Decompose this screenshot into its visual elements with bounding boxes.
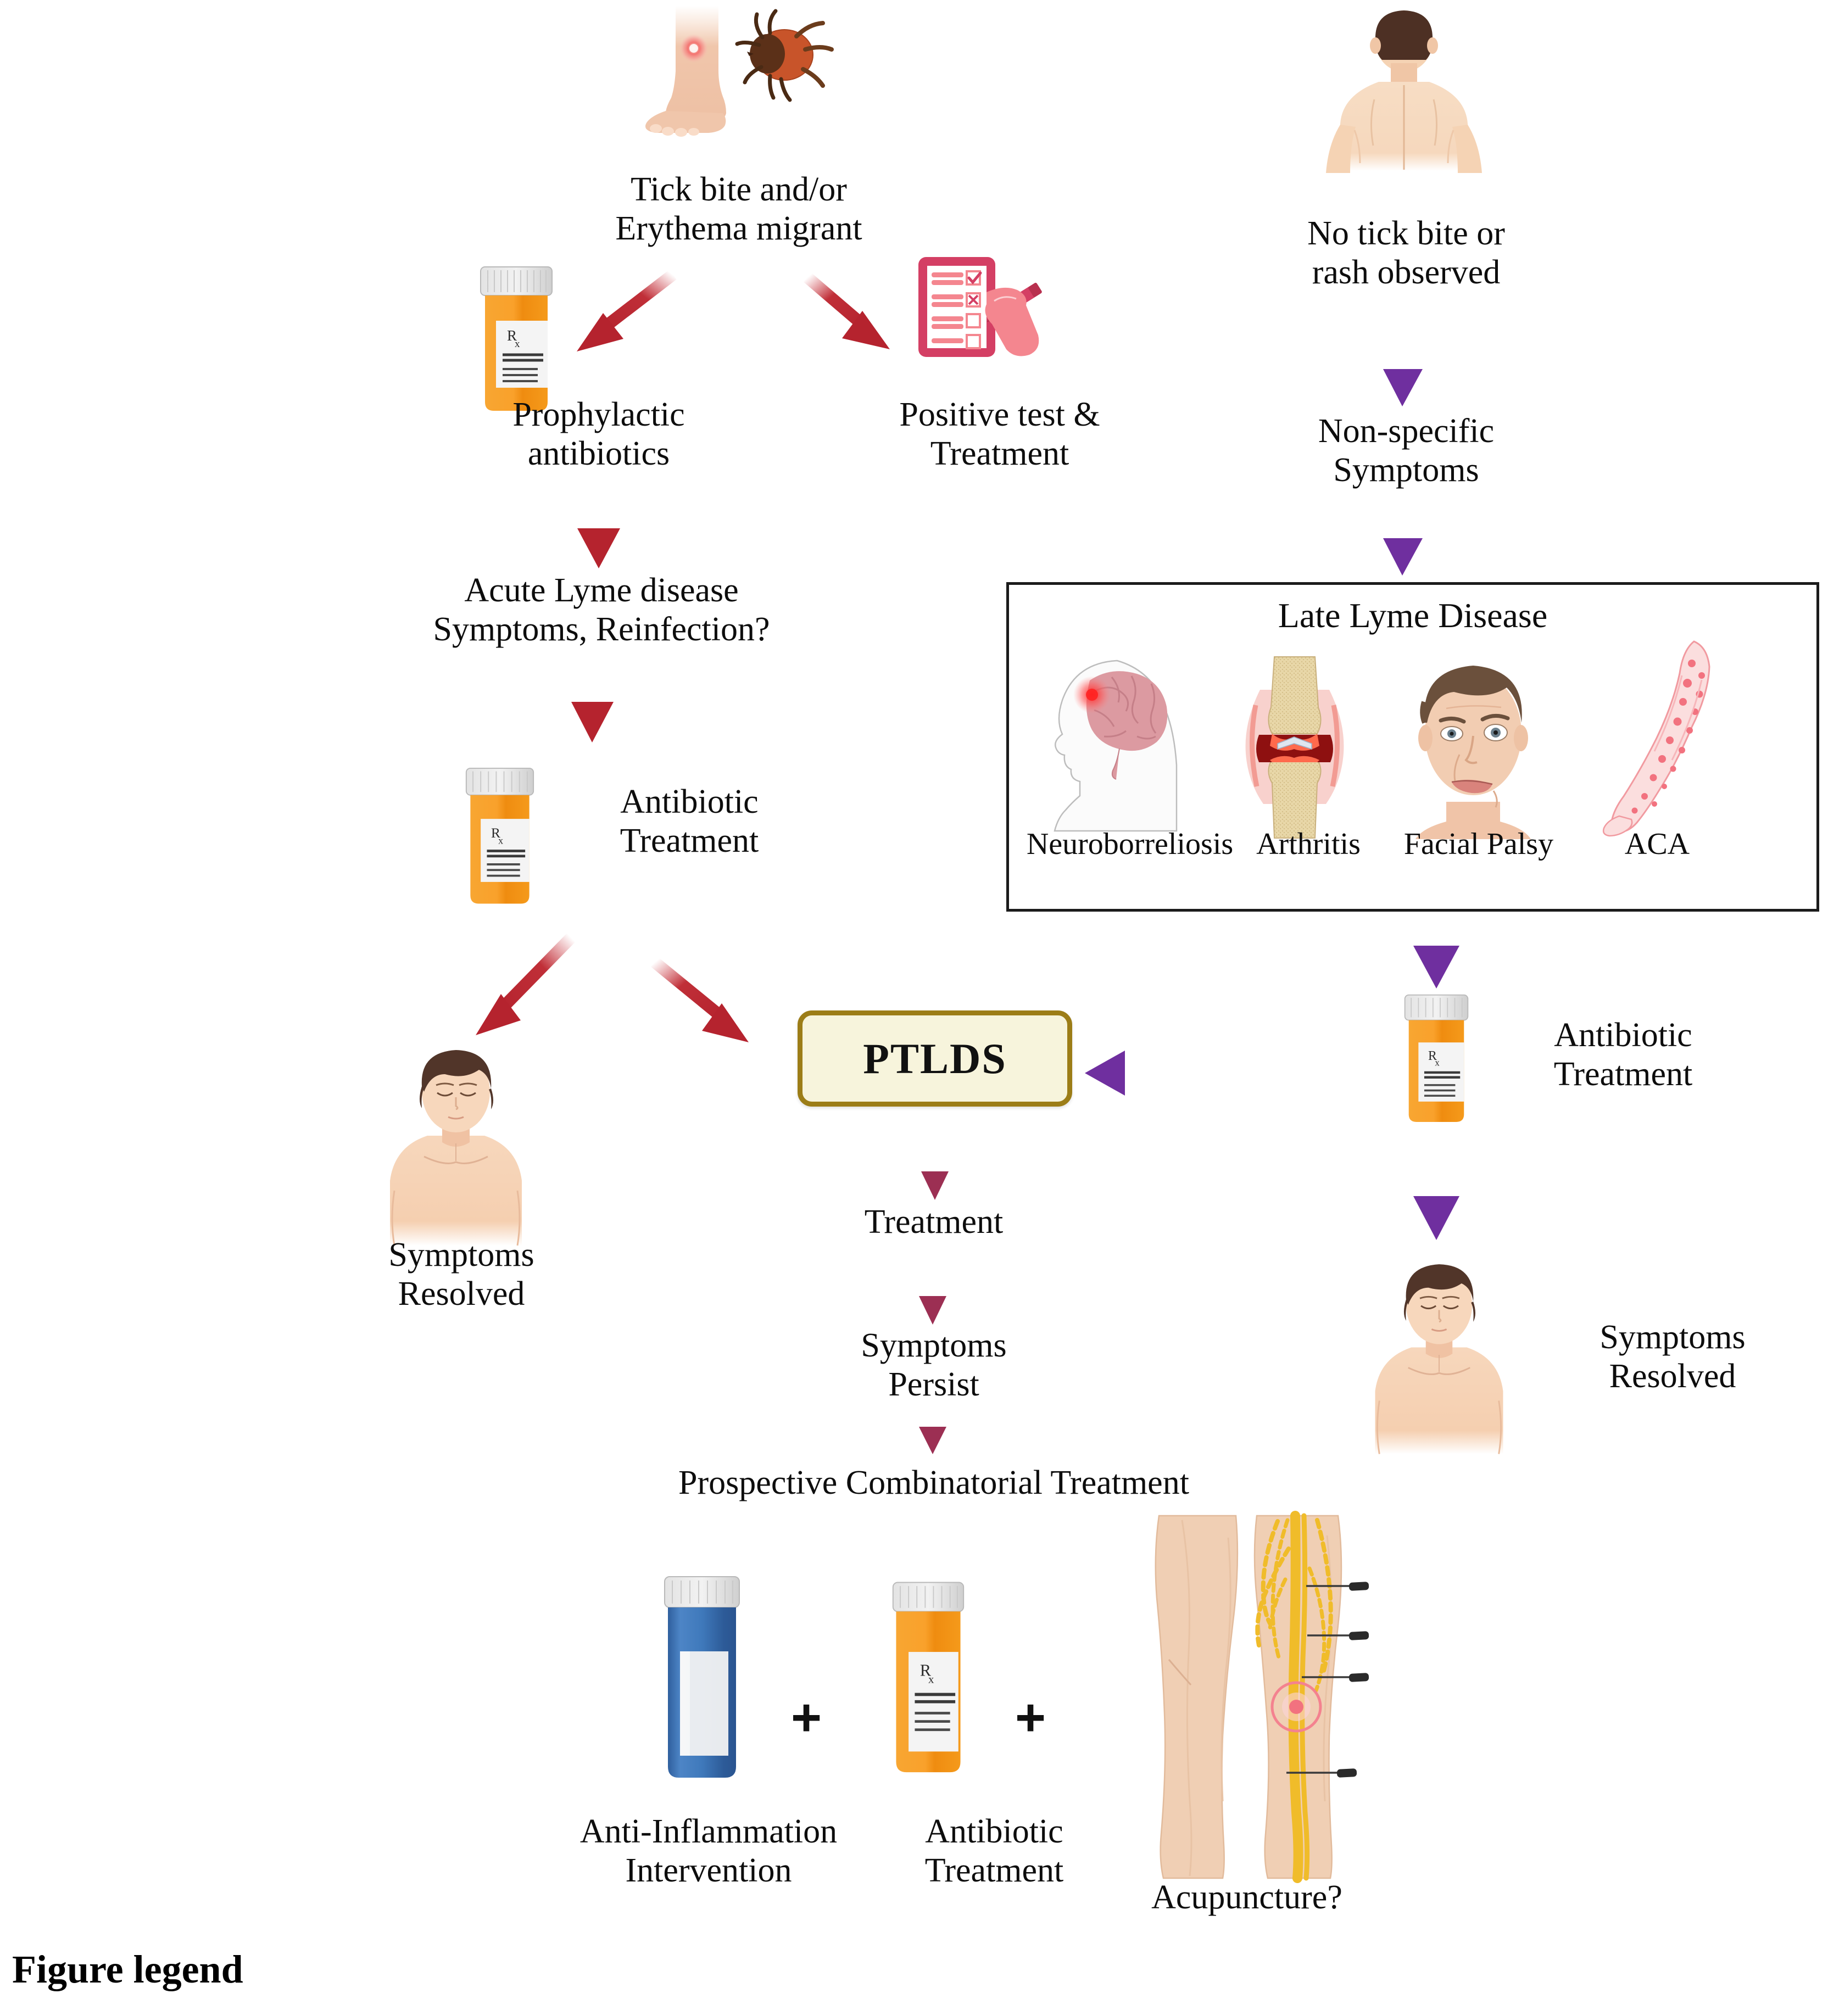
- combo-antibiotic-label: Antibiotic Treatment: [924, 1813, 1064, 1889]
- figure-legend-title: Figure legend: [12, 1947, 243, 1991]
- svg-text:R: R: [1428, 1049, 1437, 1063]
- arrow-notick-to-nonspecific: [1383, 340, 1423, 406]
- tick-bite-label: Tick bite and/or Erythema migrant: [615, 171, 862, 247]
- prophylactic-label: Prophylactic antibiotics: [512, 396, 685, 472]
- healthy-person-icon: [363, 1043, 549, 1247]
- pill-bottle-icon: R x: [456, 763, 544, 912]
- arrow-antibiotic-to-resolved: [476, 933, 576, 1035]
- left-resolved-label: Symptoms Resolved: [388, 1236, 534, 1313]
- svg-text:x: x: [515, 338, 520, 350]
- svg-text:x: x: [1435, 1058, 1440, 1068]
- pill-bottle-icon: R x: [1395, 989, 1478, 1131]
- arm-rash-icon: [1600, 640, 1737, 839]
- arrow-prophylactic-to-acute: [577, 494, 620, 568]
- arrow-tickbite-to-positive-test: [803, 272, 890, 349]
- symptoms-persist-label: Symptoms Persist: [861, 1327, 1007, 1403]
- healthy-person-icon: [1348, 1258, 1530, 1455]
- late-lyme-item-label: ACA: [1624, 826, 1690, 861]
- clipboard-checklist-icon: [912, 253, 1077, 390]
- treatment-label: Treatment: [864, 1203, 1004, 1241]
- svg-text:x: x: [498, 835, 503, 846]
- arrow-right-antibiotic-to-ptlds: [1085, 1051, 1302, 1096]
- arrow-treatment-to-persist: [919, 1258, 946, 1325]
- arrow-tickbite-to-prophylactic: [577, 270, 677, 351]
- plus-symbol-2: +: [1015, 1688, 1046, 1747]
- left-antibiotic-label: Antibiotic Treatment: [620, 783, 759, 859]
- late-lyme-item-label: Arthritis: [1256, 826, 1361, 861]
- prospective-treatment-label: Prospective Combinatorial Treatment: [678, 1464, 1189, 1501]
- acute-lyme-label: Acute Lyme disease Symptoms, Reinfection…: [433, 572, 770, 648]
- arrow-nonspecific-to-latelyme: [1383, 511, 1423, 576]
- svg-text:R: R: [920, 1661, 932, 1680]
- arrow-ptlds-to-treatment: [921, 1134, 949, 1200]
- right-resolved-label: Symptoms Resolved: [1600, 1319, 1746, 1395]
- late-lyme-disease-box: Late Lyme Disease: [1006, 582, 1819, 912]
- late-lyme-item-label: Facial Palsy: [1403, 826, 1554, 861]
- brain-head-icon: [1039, 650, 1188, 832]
- svg-text:x: x: [928, 1673, 934, 1686]
- no-tick-label: No tick bite or rash observed: [1307, 215, 1505, 291]
- right-antibiotic-label: Antibiotic Treatment: [1553, 1017, 1693, 1093]
- anti-inflammation-label: Anti-Inflammation Intervention: [579, 1813, 838, 1889]
- face-palsy-icon: [1394, 647, 1553, 839]
- nonspecific-label: Non-specific Symptoms: [1318, 412, 1495, 489]
- acupuncture-label: Acupuncture?: [1151, 1879, 1342, 1916]
- plus-symbol-1: +: [791, 1688, 822, 1747]
- arrow-acute-to-antibiotic: [571, 673, 614, 742]
- arrow-latelyme-to-antibiotic: [1413, 914, 1459, 989]
- late-lyme-item-label: Neuroborreliosis: [1026, 826, 1234, 861]
- late-lyme-title: Late Lyme Disease: [1278, 596, 1548, 635]
- positive-test-label: Positive test & Treatment: [899, 396, 1100, 472]
- svg-text:R: R: [507, 327, 517, 344]
- pill-bottle-icon: R x: [882, 1573, 975, 1788]
- pill-bottle-icon: R x: [470, 264, 563, 417]
- arrow-antibiotic-to-ptlds: [651, 957, 749, 1042]
- svg-text:R: R: [491, 825, 500, 841]
- person-back-icon: [1307, 8, 1500, 189]
- arrow-right-antibiotic-to-resolved: [1413, 1164, 1459, 1240]
- blue-bottle-icon: [653, 1573, 751, 1788]
- acupuncture-leg-icon: [1099, 1511, 1384, 1883]
- arrow-persist-to-prospective: [919, 1395, 946, 1454]
- tick-bite-leg-icon: [632, 5, 862, 170]
- ptlds-box: PTLDS: [798, 1010, 1072, 1107]
- joint-knee-icon: [1231, 656, 1358, 839]
